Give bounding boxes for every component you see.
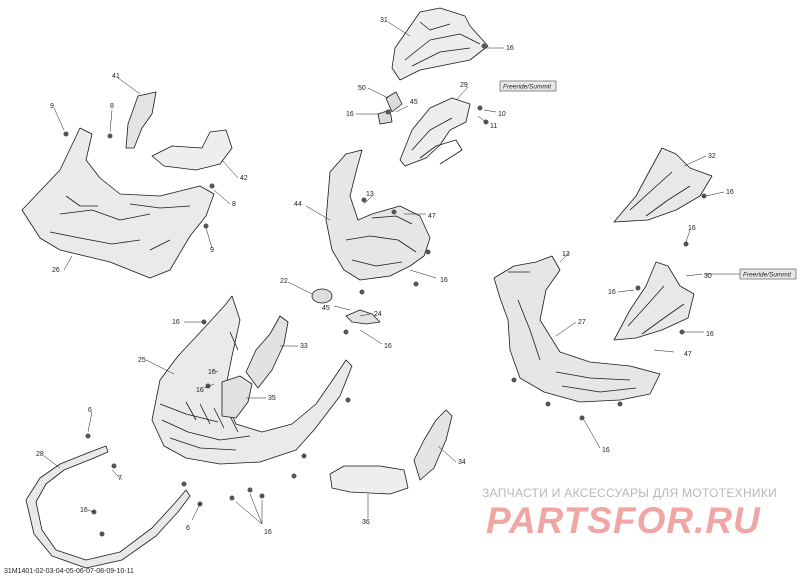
callout-16: 16 (80, 507, 88, 514)
callout-16: 16 (706, 331, 714, 338)
callout-31: 31 (380, 17, 388, 24)
callout-35: 35 (268, 395, 276, 402)
callout-45: 45 (410, 99, 418, 106)
callout-32: 32 (708, 153, 716, 160)
callout-25: 25 (138, 357, 146, 364)
svg-text:Freeride/Summit: Freeride/Summit (503, 84, 552, 91)
variant-note-1: Freeride/Summit (499, 80, 557, 92)
part-34-side-panel (413, 409, 453, 481)
callout-42: 42 (240, 175, 248, 182)
callout-30: 30 (704, 273, 712, 280)
part-31-upper-console (391, 7, 489, 81)
callout-26: 26 (52, 267, 60, 274)
part-32-side-deflector (613, 147, 713, 223)
part-29-console-panel (399, 97, 471, 167)
watermark-tagline: ЗАПЧАСТИ И АКСЕССУАРЫ ДЛЯ МОТОТЕХНИКИ (482, 486, 778, 500)
diagram-reference-code: 31M1401-02-03-04-05-06-07-08-09-10-11 (4, 568, 134, 575)
part-42-panel (151, 129, 233, 171)
callout-16: 16 (384, 343, 392, 350)
watermark-logo: PARTSFOR.RU (486, 500, 761, 541)
callout-44: 44 (294, 201, 302, 208)
part-24-clip (345, 309, 381, 325)
part-30-side-deflector (613, 261, 695, 341)
leader-lines (43, 21, 740, 525)
callout-36: 36 (362, 519, 370, 526)
callout-16: 16 (506, 45, 514, 52)
callout-16: 16 (172, 319, 180, 326)
callout-22: 22 (280, 278, 288, 285)
callout-24: 24 (374, 311, 382, 318)
callout-16: 16 (440, 277, 448, 284)
part-27-lower-frame (493, 255, 661, 403)
callout-16: 16 (726, 189, 734, 196)
part-26-front-fairing (21, 127, 215, 279)
callout-50: 50 (358, 85, 366, 92)
callout-16: 16 (264, 529, 272, 536)
callout-41: 41 (112, 73, 120, 80)
fasteners (63, 43, 707, 537)
callout-labels: 31 16 29 50 45 16 10 11 41 8 9 42 8 9 26… (36, 17, 734, 536)
callout-7: 7 (118, 475, 122, 482)
part-25-lower-fairing (151, 295, 353, 465)
callout-8: 8 (110, 103, 114, 110)
callout-28: 28 (36, 451, 44, 458)
callout-27: 27 (578, 319, 586, 326)
callout-16: 16 (196, 387, 204, 394)
callout-6: 6 (88, 407, 92, 414)
callout-6: 6 (186, 525, 190, 532)
variant-note-2: Freeride/Summit (739, 268, 797, 280)
svg-text:Freeride/Summit: Freeride/Summit (743, 272, 792, 279)
part-44-central-support (325, 149, 431, 281)
part-35-panel (221, 375, 253, 419)
part-22-plug (311, 288, 333, 304)
callout-16: 16 (688, 225, 696, 232)
part-50-clip (377, 91, 403, 125)
callout-13: 13 (366, 191, 374, 198)
callout-9: 9 (50, 103, 54, 110)
callout-33: 33 (300, 343, 308, 350)
callout-16: 16 (208, 369, 216, 376)
callout-9: 9 (210, 247, 214, 254)
callout-11: 11 (490, 123, 497, 130)
callout-16: 16 (608, 289, 616, 296)
callout-47: 47 (684, 351, 692, 358)
part-33-panel (245, 315, 289, 389)
callout-8: 8 (232, 201, 236, 208)
callout-34: 34 (458, 459, 466, 466)
callout-13: 13 (562, 251, 570, 258)
part-41-bracket (125, 91, 157, 149)
callout-10: 10 (498, 111, 506, 118)
callout-16: 16 (346, 111, 354, 118)
callout-16: 16 (602, 447, 610, 454)
part-36-bottom-panel (329, 465, 409, 495)
callout-29: 29 (460, 82, 468, 89)
callout-45: 45 (322, 305, 330, 312)
part-28-bumper (25, 445, 191, 569)
callout-47: 47 (428, 213, 436, 220)
